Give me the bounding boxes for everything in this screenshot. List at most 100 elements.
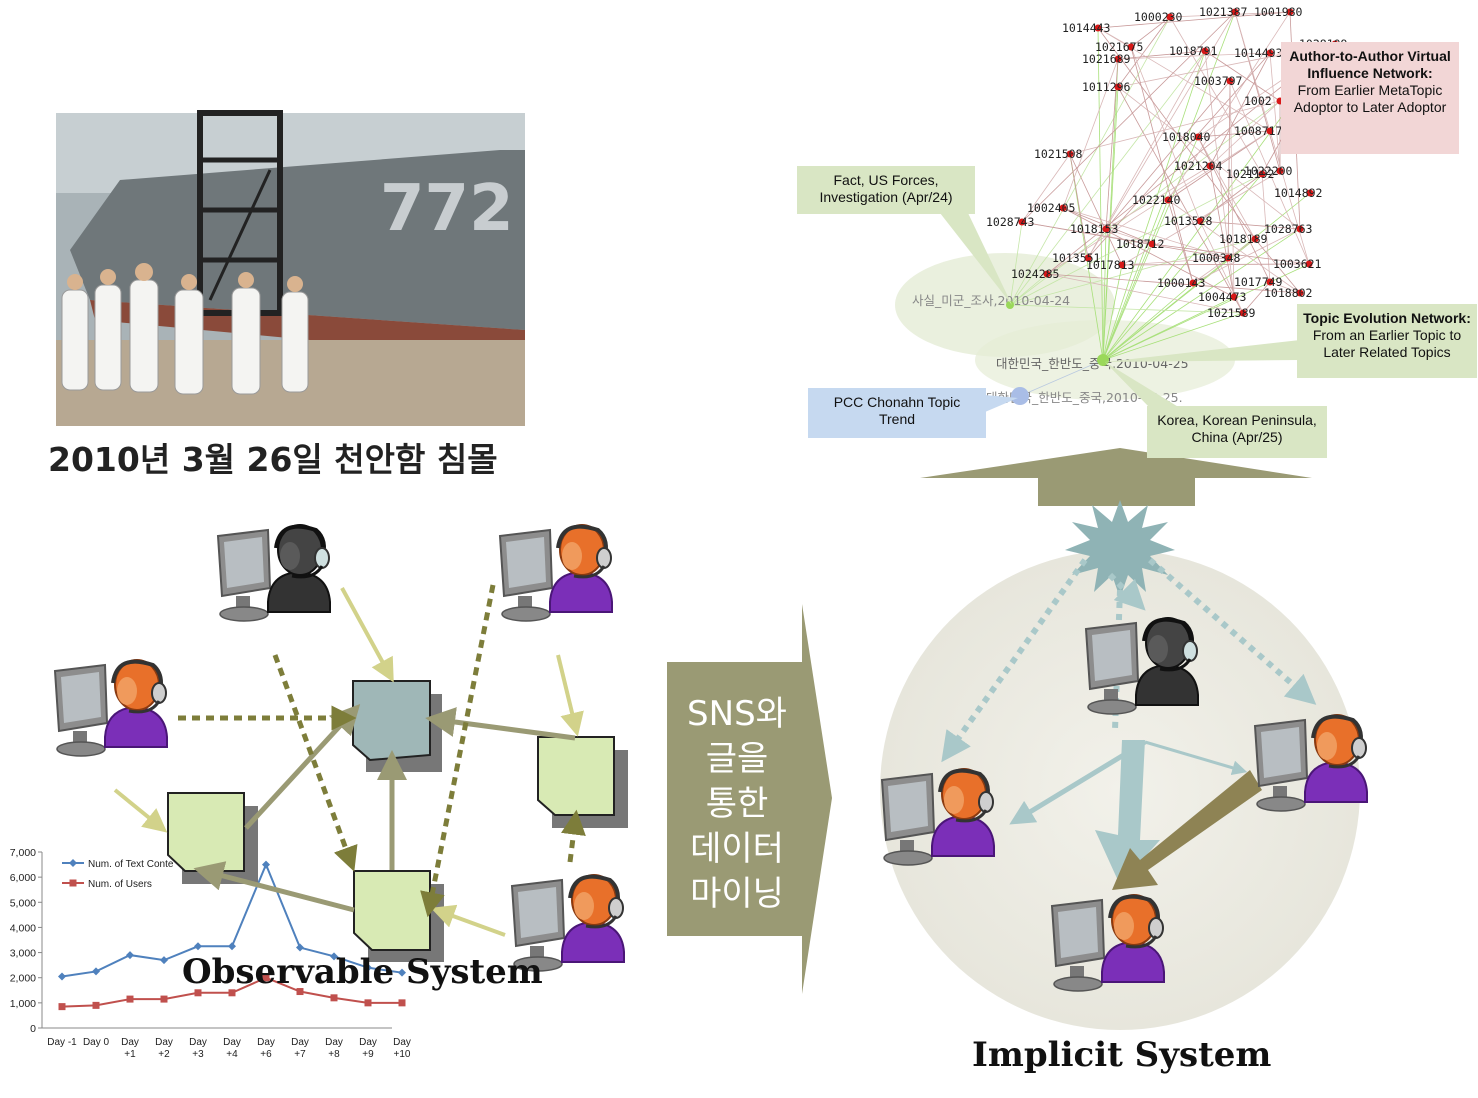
network-edge-author <box>1227 80 1231 259</box>
network-node-label: 1002 <box>1244 94 1272 108</box>
callout-topic-evo-body: From an Earlier Topic to Later Related T… <box>1312 327 1462 360</box>
network-node-label: 1021675 <box>1095 40 1143 54</box>
chart-legend-label: Num. of Users <box>88 879 152 890</box>
network-node <box>1102 225 1110 233</box>
network-node <box>1231 8 1239 16</box>
network-node-label: 1021387 <box>1199 5 1248 19</box>
network-node <box>1189 279 1197 287</box>
callout-pcc: PCC Chonahn Topic Trend <box>808 388 986 438</box>
callout-pcc-text: PCC Chonahn Topic Trend <box>833 394 961 427</box>
chart-point <box>92 967 100 976</box>
chart-y-tick-label: 2,000 <box>10 973 36 985</box>
chart-point <box>330 994 338 1002</box>
network-edge-green <box>1009 221 1023 306</box>
chart-x-tick-label: Day 0 <box>83 1037 110 1048</box>
network-edge-author <box>1062 207 1235 298</box>
influence-dotted-left <box>941 558 1088 763</box>
network-node-label: 1017749 <box>1234 275 1283 289</box>
chart-point <box>228 942 236 951</box>
chart-x-tick-label: Day <box>359 1037 377 1048</box>
network-edge-author <box>1130 46 1201 222</box>
network-node-label: 1022200 <box>1244 164 1293 178</box>
upward-arrow <box>920 448 1312 506</box>
network-node-label: 1021508 <box>1034 147 1083 161</box>
topic-node-blue <box>1011 387 1029 405</box>
chart-point <box>296 943 304 952</box>
network-node <box>1114 83 1122 91</box>
chart-x-tick-label: Day <box>189 1037 207 1048</box>
chart-x-tick-label: +7 <box>294 1049 306 1060</box>
arrow-left-to-center <box>244 703 361 830</box>
sns-line-2: 글을 <box>705 739 769 779</box>
chart-x-tick-label: Day <box>257 1037 275 1048</box>
network-node-label: 1021689 <box>1082 52 1131 66</box>
chart-point <box>228 989 236 997</box>
network-node <box>1114 55 1122 63</box>
chart-point <box>160 956 168 965</box>
network-edge-author <box>1209 165 1235 298</box>
chart-point <box>92 1001 100 1009</box>
network-edge-author <box>1229 80 1235 298</box>
network-node-label: 1028763 <box>1264 222 1313 236</box>
network-node <box>1239 309 1247 317</box>
network-edge-green <box>1102 264 1123 361</box>
observable-person-topleft <box>216 523 332 623</box>
network-edge-author <box>1209 52 1271 167</box>
observable-person-left <box>53 658 169 758</box>
network-edge-green <box>1102 228 1301 361</box>
chart-x-tick-label: Day <box>291 1037 309 1048</box>
network-node <box>1206 162 1214 170</box>
network-edge-author <box>1130 16 1171 48</box>
network-node-label: 1018189 <box>1219 232 1268 246</box>
network-edge-green <box>1009 50 1206 306</box>
network-node <box>1286 8 1294 16</box>
network-node-label: 1000230 <box>1134 10 1183 24</box>
chart-x-tick-label: +2 <box>158 1049 170 1060</box>
network-edge-author <box>1234 11 1310 265</box>
network-edge-author <box>1192 238 1256 284</box>
network-edge-author <box>1199 220 1301 230</box>
network-edge-author <box>1087 52 1271 259</box>
network-edge-green <box>1102 11 1236 361</box>
network-edge-author <box>1046 130 1271 275</box>
network-node-label: 1017813 <box>1086 258 1135 272</box>
arrow-person-topright-to-right <box>556 654 584 737</box>
network-edge-author <box>1087 11 1236 259</box>
network-node-label: 1021589 <box>1207 306 1256 320</box>
implicit-arrow-olive <box>1112 770 1262 890</box>
network-edge-green <box>1009 238 1256 306</box>
callout-topic-evo-title: Topic Evolution Network: <box>1303 310 1471 326</box>
network-edge-author <box>1117 50 1206 60</box>
network-edge-author <box>1192 228 1301 284</box>
chart-y-tick-label: 6,000 <box>10 872 36 884</box>
network-edge-author <box>1197 136 1256 240</box>
chart-point <box>364 999 372 1007</box>
network-edge-author <box>1269 52 1281 172</box>
chart-point <box>58 972 66 981</box>
network-node-label: 1018802 <box>1264 286 1312 300</box>
network-edge-author <box>1117 86 1244 314</box>
network-edge-author <box>1087 50 1206 259</box>
network-node <box>1059 204 1067 212</box>
network-edge-author <box>1021 153 1071 223</box>
topic-label-1: 사실_미군_조사,2010-04-24 <box>912 293 1070 308</box>
callout-author-network: Author-to-Author Virtual Influence Netwo… <box>1281 42 1459 154</box>
chart-point <box>194 989 202 997</box>
network-node <box>1196 217 1204 225</box>
chart-point <box>330 952 338 961</box>
korea-pointer <box>1105 362 1180 408</box>
network-edge-green <box>1097 27 1104 361</box>
network-edge-author <box>1062 58 1119 209</box>
implicit-system-title: Implicit System <box>972 1035 1271 1075</box>
network-edge-blue <box>1019 359 1104 397</box>
network-node-label: 1021192 <box>1226 167 1274 181</box>
pcc-pointer <box>985 395 1018 412</box>
cheonan-ship-photo: 772 <box>56 110 525 426</box>
topic-label-3: 대한민국_한반도_중국,2010-04-25. <box>986 390 1183 405</box>
network-node <box>1066 150 1074 158</box>
network-node <box>1305 260 1313 268</box>
network-edge-author <box>1151 243 1310 265</box>
sns-line-5: 마이닝 <box>690 874 784 914</box>
network-edge-author <box>1229 80 1310 265</box>
implicit-arrow-thick-down <box>1095 740 1160 885</box>
